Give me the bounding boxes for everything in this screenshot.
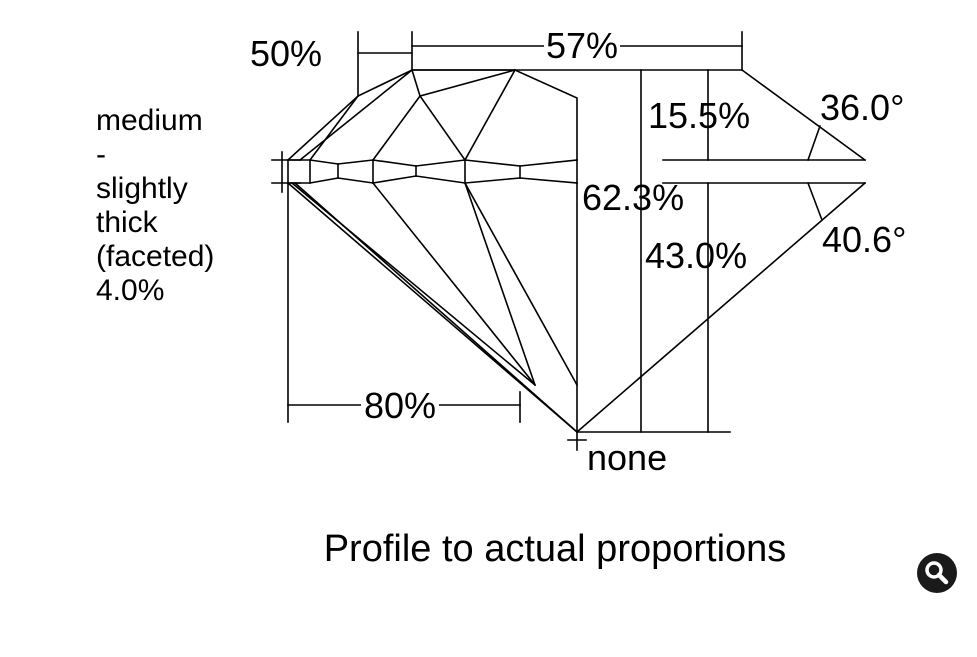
girdle-top	[287, 159, 578, 167]
crown-facet-upper	[411, 69, 578, 161]
magnifier-icon	[925, 561, 949, 585]
girdle-line: slightly	[96, 172, 188, 205]
crown-height-label: 15.5%	[648, 95, 751, 136]
table-percent-label: 57%	[544, 25, 621, 66]
crown-facet-line	[371, 94, 422, 162]
crown-facet-line	[463, 68, 517, 162]
girdle-line: thick	[96, 206, 158, 239]
girdle-line: -	[96, 138, 106, 171]
star-length-label: 50%	[250, 33, 323, 74]
crown-facet-line	[418, 94, 467, 162]
diagram-caption: Profile to actual proportions	[323, 528, 787, 570]
pavilion-facet	[463, 181, 537, 387]
pavilion-facet	[371, 181, 537, 387]
total-depth-label: 62.3%	[582, 177, 685, 218]
girdle-description: medium - slightly thick (faceted) 4.0%	[96, 104, 214, 308]
pavilion-angle-label: 40.6°	[822, 219, 907, 260]
zoom-button[interactable]	[917, 553, 957, 593]
culet-label: none	[587, 437, 668, 478]
crown-angle-label: 36.0°	[820, 87, 905, 128]
girdle-bottom	[287, 175, 578, 184]
crown-right-slope	[740, 68, 867, 162]
pavilion-angle-arc	[806, 181, 824, 222]
crown-facet-line	[308, 94, 360, 162]
crown-outline	[286, 69, 743, 162]
girdle-line: medium	[96, 104, 203, 137]
pavilion-depth-label: 43.0%	[645, 235, 748, 276]
girdle-line: (faceted)	[96, 240, 215, 273]
lower-half-label: 80%	[361, 388, 440, 424]
crown-facet-star	[298, 68, 516, 162]
girdle-line: 4.0%	[96, 274, 165, 307]
pavilion-facet	[290, 181, 537, 387]
pavilion-right	[575, 181, 867, 434]
crown-angle-arc	[806, 124, 822, 162]
pavilion-facet	[463, 181, 579, 387]
